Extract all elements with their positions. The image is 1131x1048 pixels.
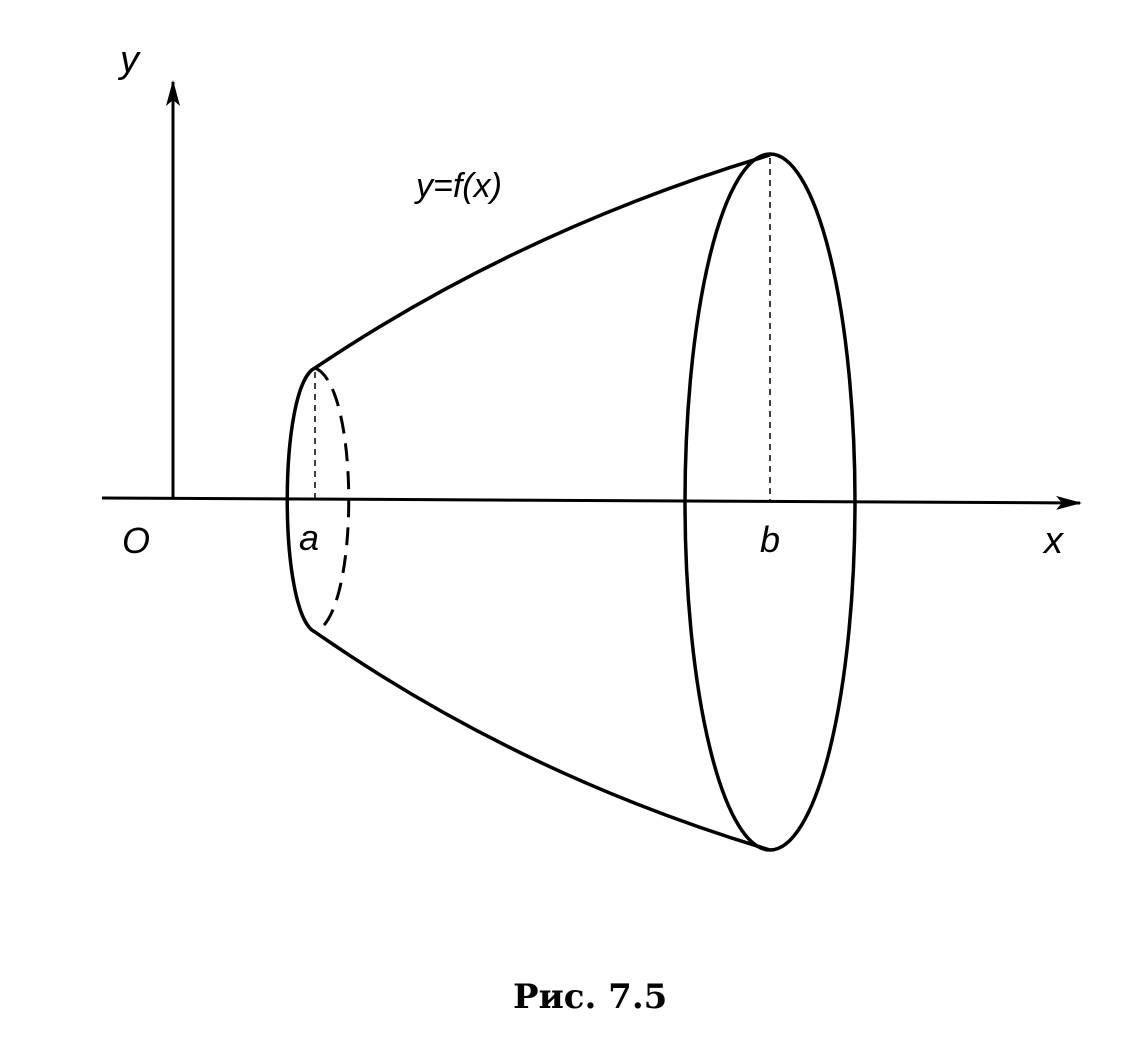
origin-label: O	[122, 520, 150, 561]
a-label: a	[299, 517, 319, 558]
cross-section-b	[683, 152, 857, 852]
curve-lower	[313, 630, 771, 852]
curve-label: y=f(x)	[414, 167, 502, 205]
cross-section-a-front	[285, 366, 316, 634]
cross-section-a-back	[314, 366, 351, 634]
x-axis	[101, 495, 1082, 510]
y-axis-label: y	[117, 39, 141, 81]
figure-caption: Рис. 7.5	[513, 977, 667, 1017]
curve-upper	[314, 153, 771, 370]
x-axis-label: x	[1042, 520, 1065, 562]
b-label: b	[760, 519, 780, 560]
